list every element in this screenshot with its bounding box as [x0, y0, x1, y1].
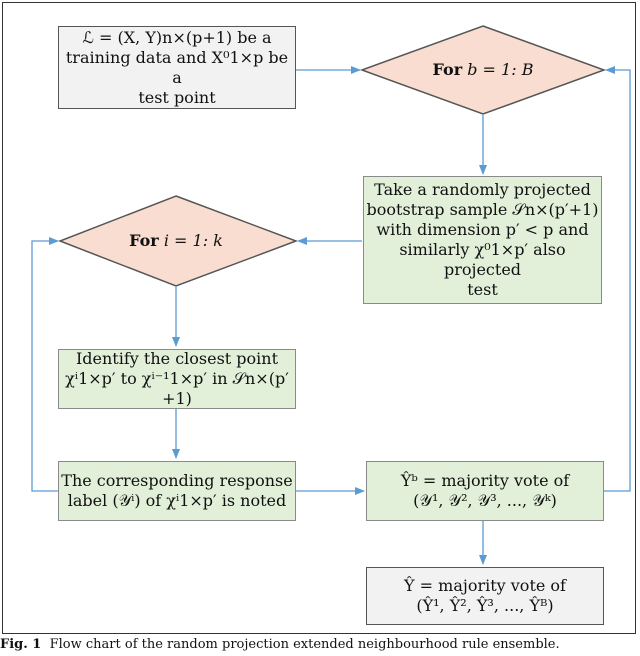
figure-caption: Fig. 1 Flow chart of the random projecti…	[0, 637, 640, 652]
loop-i-label: For i = 1: k	[96, 231, 256, 250]
final-majority-vote-box: Ŷ = majority vote of (Ŷ¹, Ŷ², Ŷ³, ..., Ŷ…	[366, 567, 604, 625]
vote-final-line-2: (Ŷ¹, Ŷ², Ŷ³, ..., Ŷᴮ)	[416, 596, 554, 615]
loop-b-label: For b = 1: B	[392, 60, 574, 79]
caption-label: Fig. 1	[0, 637, 42, 652]
vote-b-line-1: Ŷᵇ = majority vote of	[400, 471, 570, 490]
vote-final-line-1: Ŷ = majority vote of	[404, 576, 566, 595]
caption-text: Flow chart of the random projection exte…	[49, 637, 560, 652]
flowchart-canvas	[31, 25, 631, 565]
start-line-2: training data and X⁰1×p be a	[65, 47, 289, 87]
start-line-1: ℒ = (X, Y)n×(p+1) be a	[82, 27, 272, 47]
arrow-response-back-to-loop-i	[31, 237, 60, 492]
diagram-frame	[2, 2, 636, 634]
closest-point-box: Identify the closest point χⁱ1×p′ to χⁱ⁻…	[58, 349, 296, 409]
arrow-vote-b-back-to-loop-b	[604, 66, 631, 492]
closest-line-1: Identify the closest point	[75, 349, 279, 368]
bootstrap-line-2: bootstrap sample 𝒮n×(p′+1)	[366, 200, 599, 219]
response-line-1: The corresponding response	[61, 471, 293, 490]
start-data-box: ℒ = (X, Y)n×(p+1) be a training data and…	[58, 26, 296, 109]
vote-b-line-2: (𝒴¹, 𝒴², 𝒴³, ..., 𝒴ᵏ)	[413, 491, 557, 510]
loop-b-expression: b = 1: B	[467, 60, 534, 79]
bootstrap-sample-box: Take a randomly projected bootstrap samp…	[363, 176, 602, 304]
bootstrap-line-4: similarly χ⁰1×p′ also projected	[399, 240, 566, 279]
majority-vote-b-box: Ŷᵇ = majority vote of (𝒴¹, 𝒴², 𝒴³, ..., …	[366, 461, 604, 521]
loop-b-keyword: For	[432, 60, 463, 79]
bootstrap-line-3: with dimension p′ < p and	[376, 220, 589, 239]
bootstrap-line-1: Take a randomly projected	[374, 180, 591, 199]
closest-line-2: χⁱ1×p′ to χⁱ⁻¹1×p′ in 𝒮n×(p′+1)	[65, 369, 289, 408]
response-label-box: The corresponding response label (𝒴ⁱ) of…	[58, 461, 296, 521]
bootstrap-line-5: test	[467, 280, 498, 299]
loop-i-expression: i = 1: k	[163, 231, 223, 250]
response-line-2: label (𝒴ⁱ) of χⁱ1×p′ is noted	[67, 491, 287, 510]
start-line-3: test point	[138, 87, 216, 107]
loop-i-keyword: For	[129, 231, 159, 250]
